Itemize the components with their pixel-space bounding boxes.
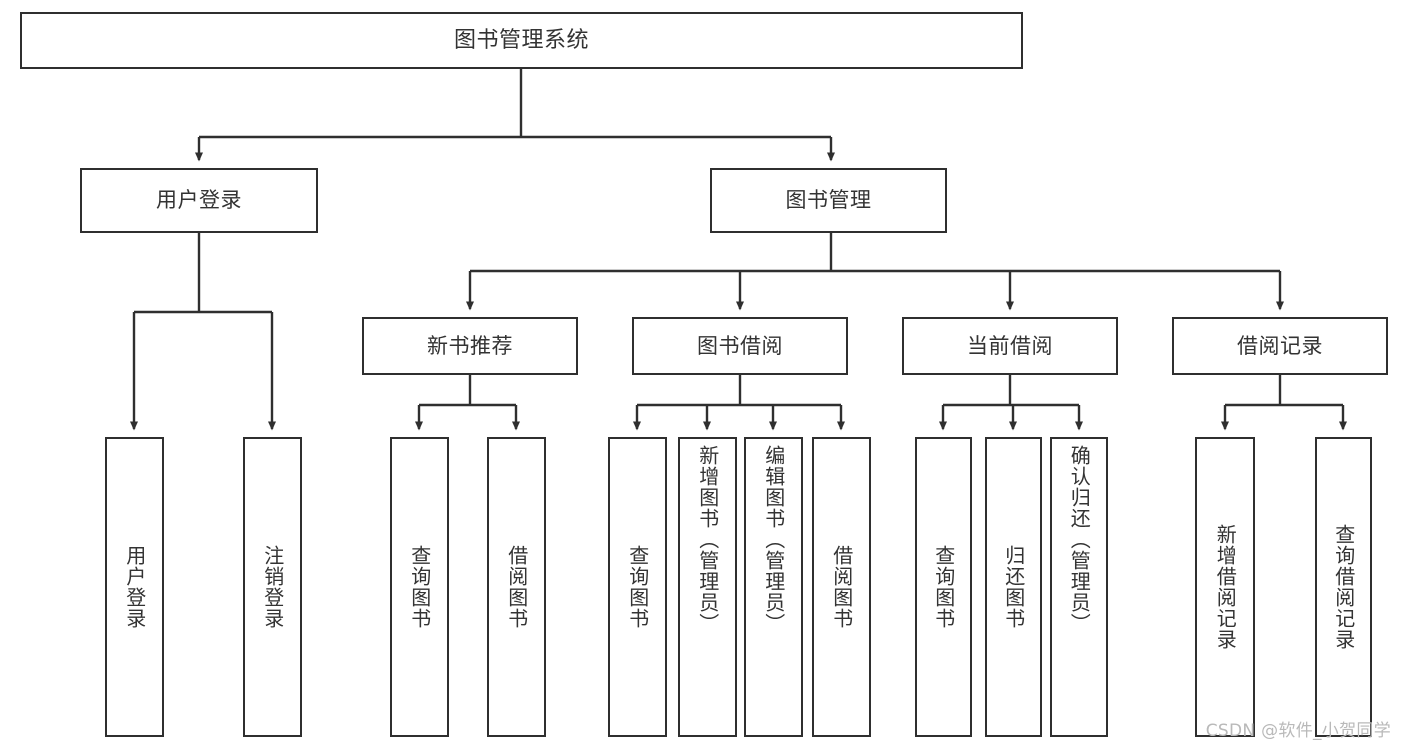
node-label: 注销登录 [260, 545, 285, 629]
node-label: 当前借阅 [967, 333, 1053, 358]
node-leaf-borrow-book-2: 借阅图书 [812, 437, 871, 737]
node-leaf-edit-book-admin: 编辑图书（管理员） [744, 437, 803, 737]
node-label: 图书管理 [785, 188, 872, 213]
node-new-book-recommend: 新书推荐 [362, 317, 578, 375]
node-label: 确认归还（管理员） [1067, 445, 1092, 634]
node-label: 图书管理系统 [453, 27, 589, 53]
node-leaf-add-borrow-record: 新增借阅记录 [1195, 437, 1255, 737]
node-leaf-return-book: 归还图书 [985, 437, 1042, 737]
node-user-login: 用户登录 [80, 168, 318, 233]
node-leaf-query-book-1: 查询图书 [390, 437, 449, 737]
node-label: 新书推荐 [427, 333, 513, 358]
node-book-borrow: 图书借阅 [632, 317, 848, 375]
node-leaf-query-book-2: 查询图书 [608, 437, 667, 737]
node-label: 新增借阅记录 [1213, 524, 1238, 650]
node-label: 新增图书（管理员） [695, 445, 720, 634]
node-label: 借阅图书 [829, 545, 854, 629]
node-leaf-user-logout: 注销登录 [243, 437, 302, 737]
node-label: 查询图书 [407, 545, 432, 629]
root-node: 图书管理系统 [20, 12, 1023, 69]
node-leaf-query-book-3: 查询图书 [915, 437, 972, 737]
node-label: 用户登录 [156, 188, 242, 213]
node-label: 用户登录 [122, 545, 147, 629]
node-label: 图书借阅 [697, 333, 783, 358]
node-label: 编辑图书（管理员） [761, 445, 786, 634]
node-book-manage: 图书管理 [710, 168, 947, 233]
node-borrow-record: 借阅记录 [1172, 317, 1388, 375]
node-leaf-confirm-return-admin: 确认归还（管理员） [1050, 437, 1108, 737]
node-leaf-user-login: 用户登录 [105, 437, 164, 737]
node-current-borrow: 当前借阅 [902, 317, 1118, 375]
node-leaf-borrow-book-1: 借阅图书 [487, 437, 546, 737]
node-label: 查询借阅记录 [1331, 524, 1356, 650]
node-label: 借阅图书 [504, 545, 529, 629]
node-label: 查询图书 [625, 545, 650, 629]
node-label: 查询图书 [931, 545, 956, 629]
node-label: 归还图书 [1001, 545, 1026, 629]
node-label: 借阅记录 [1237, 333, 1323, 358]
node-leaf-add-book-admin: 新增图书（管理员） [678, 437, 737, 737]
node-leaf-query-borrow-record: 查询借阅记录 [1315, 437, 1372, 737]
